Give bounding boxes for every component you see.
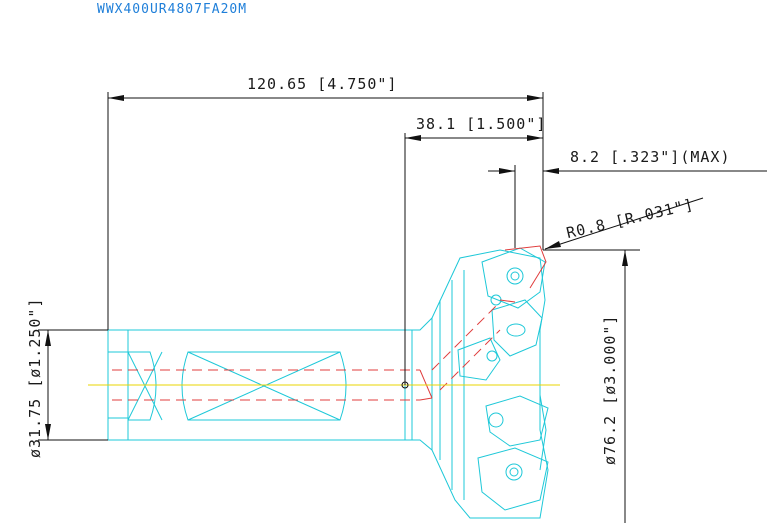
shank-diameter-label: ø31.75 [ø1.250"] (26, 298, 44, 459)
insert-pocket-bottom-b (477, 447, 549, 511)
arrow-depth-right (543, 168, 559, 174)
arrow-depth-left (499, 168, 515, 174)
dim-max-depth: 8.2 [.323"](MAX) (488, 148, 767, 248)
dim-overall-length: 120.65 [4.750"] (107, 75, 544, 330)
key-slot-left (128, 351, 157, 421)
coolant-branch (431, 301, 501, 371)
arrow-cutter-top (622, 250, 628, 266)
clamp-screw-mid (490, 294, 502, 306)
insert-pocket-mid (491, 299, 543, 357)
overall-length-label: 120.65 [4.750"] (247, 75, 397, 93)
cutter-diameter-label: ø76.2 [ø3.000"] (601, 315, 619, 465)
coolant-bend (419, 369, 433, 399)
arrow-right (527, 95, 543, 101)
dim-head-length: 38.1 [1.500"] (404, 115, 546, 385)
dim-cutter-diameter: ø76.2 [ø3.000"] (543, 249, 640, 523)
head-length-label: 38.1 [1.500"] (416, 115, 546, 133)
corner-radius-label: R0.8 [R.031"] (565, 195, 696, 242)
insert-screw-mid (506, 323, 526, 337)
arrow-head-left (405, 135, 421, 141)
insert-screw-bottom-inner (509, 467, 519, 477)
coolant-bend-b (419, 397, 433, 401)
insert-screw-bottom (505, 463, 523, 481)
max-depth-label: 8.2 [.323"](MAX) (570, 148, 731, 166)
arrow-radius (545, 241, 561, 249)
arrow-shank-top (45, 330, 51, 346)
part-number-title: WWX400UR4807FA20M (97, 2, 247, 17)
clamp-screw-bottom (488, 412, 504, 428)
cutter-head-outline (431, 249, 549, 519)
radius-leader (544, 197, 704, 250)
insert-edge-right (539, 394, 547, 471)
drive-flat-cross-b (187, 351, 341, 421)
insert-red-mark (499, 299, 516, 303)
coolant-branch-b (439, 329, 501, 391)
dim-corner-radius: R0.8 [R.031"] (565, 195, 696, 242)
arrow-left (108, 95, 124, 101)
neck-shoulder (405, 316, 433, 452)
insert-screw-top (506, 267, 524, 285)
tool-body (107, 247, 549, 519)
clamp-screw-lower (486, 350, 498, 362)
insert-pocket-bottom-a (485, 395, 549, 447)
insert-pocket-lower (457, 337, 501, 381)
dim-shank-diameter: ø31.75 [ø1.250"] (26, 298, 108, 459)
insert-outline-red (504, 245, 547, 289)
insert-screw-top-inner (510, 271, 520, 281)
arrow-shank-bottom (45, 424, 51, 440)
hidden-lines (112, 245, 547, 401)
arrow-head-right (527, 135, 543, 141)
key-slot-left-cross-b (127, 351, 163, 421)
